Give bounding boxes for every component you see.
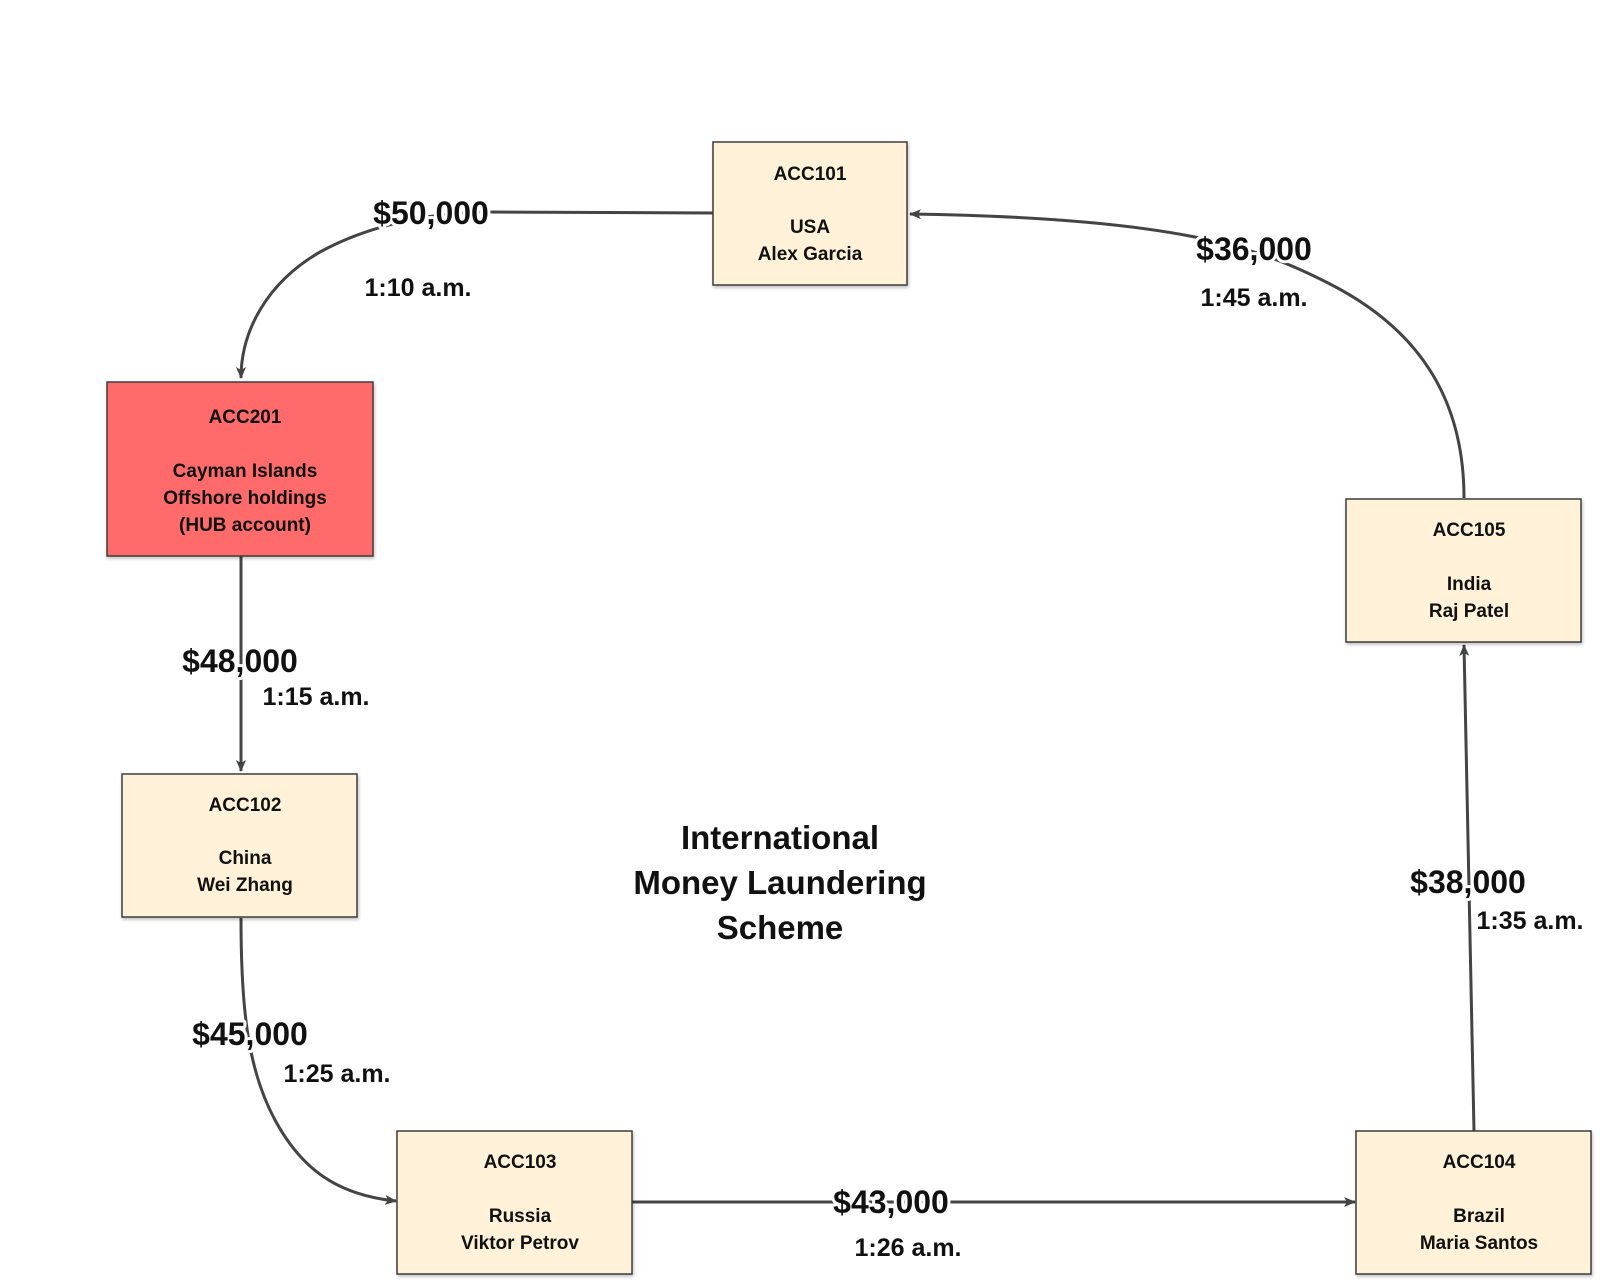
title-line-3: Scheme <box>717 909 844 946</box>
transfer-amount-acc102-acc103: $45,000 <box>192 1016 308 1052</box>
account-box <box>121 773 358 918</box>
account-holder: Maria Santos <box>1420 1233 1538 1254</box>
account-country: China <box>219 848 272 869</box>
account-holder: Alex Garcia <box>758 244 863 265</box>
account-holder: Wei Zhang <box>197 875 293 896</box>
transfer-amount-acc104-acc105: $38,000 <box>1410 864 1526 900</box>
account-box <box>1345 498 1582 643</box>
title-line-2: Money Laundering <box>633 864 926 901</box>
transfer-amount-acc105-acc101: $36,000 <box>1196 231 1312 267</box>
account-id: ACC105 <box>1433 520 1506 541</box>
transfer-amount-acc101-acc201: $50,000 <box>373 195 489 231</box>
account-country: Cayman Islands <box>173 461 318 482</box>
edges <box>236 209 1476 1207</box>
account-box <box>712 141 908 286</box>
account-holder: Offshore holdings <box>163 488 327 509</box>
hub-account-box <box>106 381 374 557</box>
nodes: ACC101 USA Alex Garcia ACC201 Cayman Isl… <box>106 141 1592 1275</box>
account-box <box>396 1130 633 1275</box>
account-id: ACC103 <box>484 1152 557 1173</box>
account-id: ACC104 <box>1443 1152 1516 1173</box>
transfer-time-acc101-acc201: 1:10 a.m. <box>364 274 471 302</box>
hub-label: (HUB account) <box>179 515 311 536</box>
edge-labels: $50,000 1:10 a.m. $48,000 1:15 a.m. $45,… <box>179 192 1586 1265</box>
account-id: ACC101 <box>774 164 847 185</box>
account-node-acc101: ACC101 USA Alex Garcia <box>712 141 908 286</box>
account-box <box>1355 1130 1592 1275</box>
diagram-title: International Money Laundering Scheme <box>633 819 926 946</box>
transfer-amount-acc201-acc102: $48,000 <box>182 643 298 679</box>
transfer-time-acc105-acc101: 1:45 a.m. <box>1200 284 1307 312</box>
transfer-time-acc103-acc104: 1:26 a.m. <box>854 1234 961 1262</box>
account-node-acc201: ACC201 Cayman Islands Offshore holdings … <box>106 381 374 557</box>
account-node-acc103: ACC103 Russia Viktor Petrov <box>396 1130 633 1275</box>
account-node-acc105: ACC105 India Raj Patel <box>1345 498 1582 643</box>
account-country: India <box>1447 574 1492 595</box>
edge-acc102-to-acc103 <box>239 917 397 1205</box>
account-country: USA <box>790 217 830 238</box>
transfer-time-acc201-acc102: 1:15 a.m. <box>262 683 369 711</box>
account-id: ACC102 <box>209 795 282 816</box>
edge-acc105-to-acc101 <box>909 209 1466 499</box>
account-node-acc102: ACC102 China Wei Zhang <box>121 773 358 918</box>
edge-acc104-to-acc105 <box>1459 644 1476 1132</box>
transfer-time-acc102-acc103: 1:25 a.m. <box>283 1060 390 1088</box>
title-line-1: International <box>681 819 879 856</box>
account-holder: Raj Patel <box>1429 601 1509 622</box>
account-holder: Viktor Petrov <box>461 1233 579 1254</box>
edge-acc101-to-acc201 <box>236 210 714 379</box>
transfer-time-acc104-acc105: 1:35 a.m. <box>1476 907 1583 935</box>
account-country: Brazil <box>1453 1206 1505 1227</box>
account-node-acc104: ACC104 Brazil Maria Santos <box>1355 1130 1592 1275</box>
account-country: Russia <box>489 1206 552 1227</box>
transfer-amount-acc103-acc104: $43,000 <box>833 1184 949 1220</box>
account-id: ACC201 <box>209 407 282 428</box>
